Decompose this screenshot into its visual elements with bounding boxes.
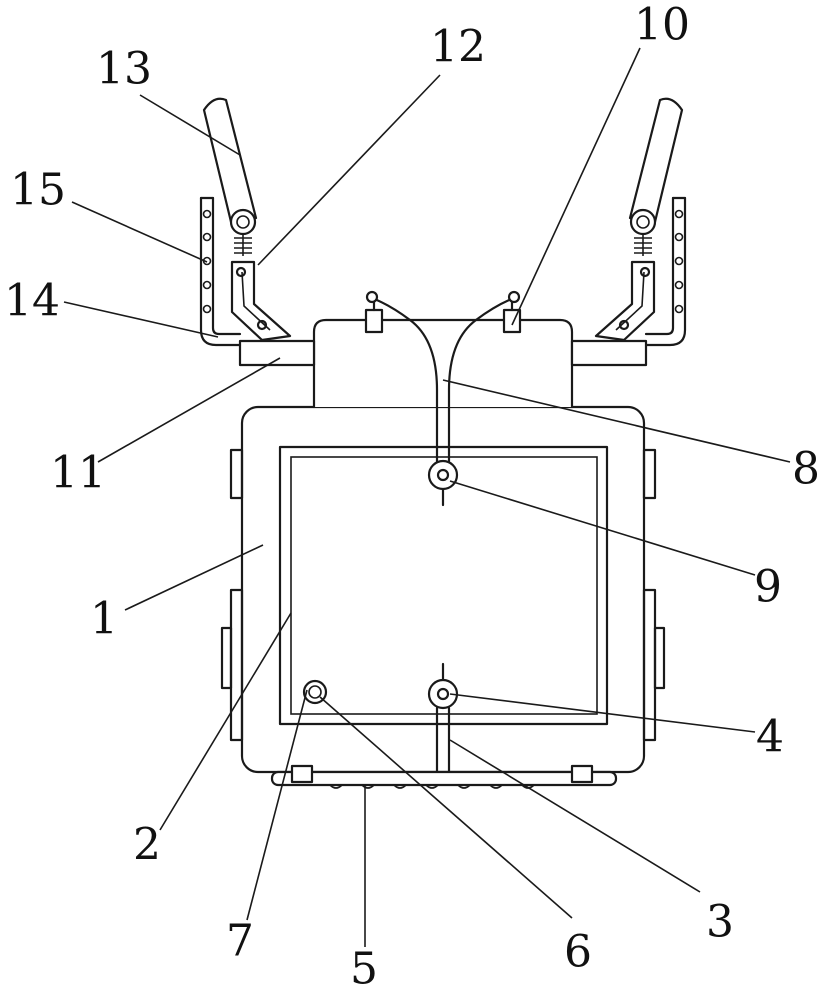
label-8: 8 — [792, 444, 820, 495]
label-2: 2 — [133, 820, 161, 871]
label-3: 3 — [706, 897, 734, 948]
label-14: 14 — [4, 276, 60, 327]
upper-block — [312, 318, 574, 409]
label-4: 4 — [756, 712, 784, 763]
left-clamp — [202, 97, 292, 342]
label-10: 10 — [634, 0, 690, 51]
label-7: 7 — [226, 916, 254, 967]
cable-assembly — [364, 290, 522, 472]
label-1: 1 — [90, 594, 118, 645]
label-5: 5 — [350, 944, 378, 995]
leader-lines — [63, 47, 791, 947]
label-12: 12 — [430, 22, 486, 73]
part-labels: 13 12 10 15 14 11 8 9 1 4 2 3 7 6 5 — [4, 0, 820, 995]
label-13: 13 — [96, 44, 152, 95]
bottom-rail — [270, 764, 618, 789]
upper-knob — [427, 459, 459, 507]
lower-knob-rod — [427, 662, 459, 774]
mounting-arms — [199, 196, 687, 367]
label-11: 11 — [50, 448, 106, 499]
window-frame — [278, 445, 609, 726]
right-clamp — [594, 97, 684, 342]
label-6: 6 — [564, 927, 592, 978]
label-15: 15 — [10, 165, 66, 216]
label-9: 9 — [754, 562, 782, 613]
